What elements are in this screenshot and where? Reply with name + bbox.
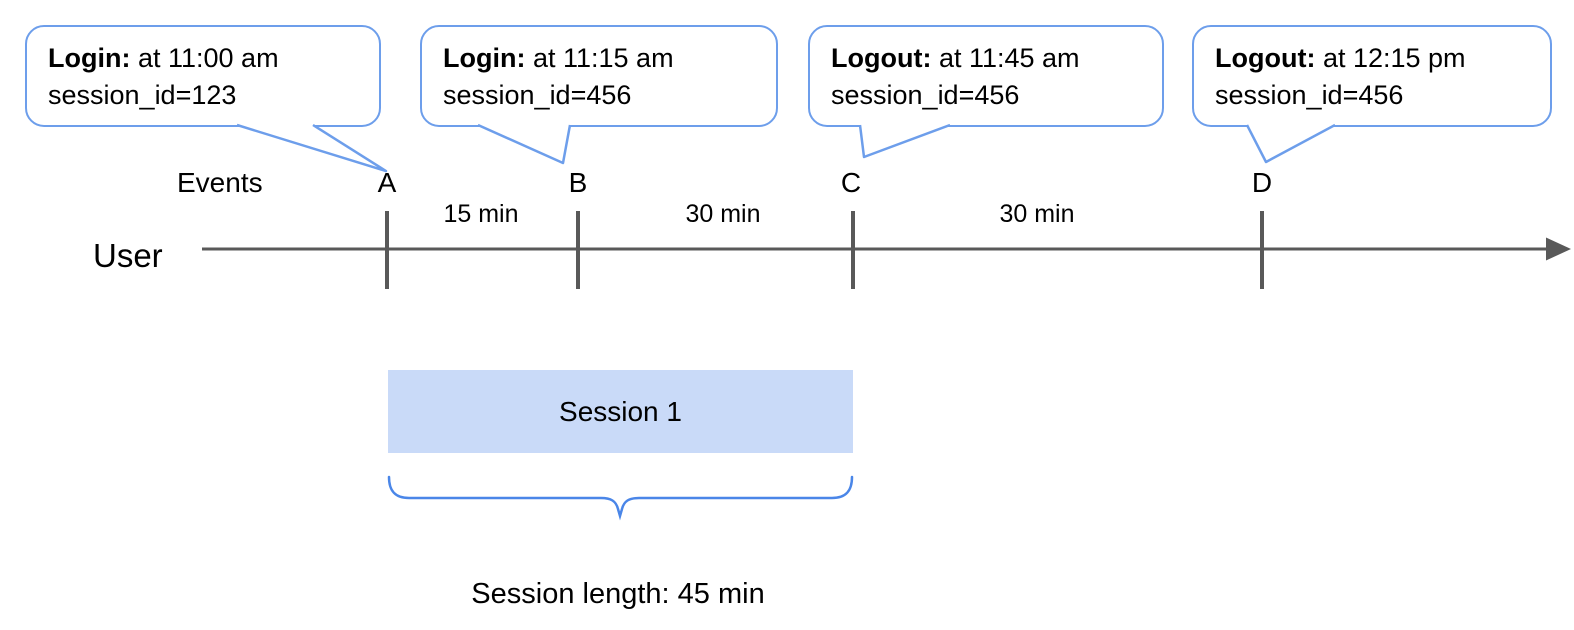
- event-type-label: Logout:: [1215, 43, 1316, 73]
- timeline-arrowhead-icon: [1546, 237, 1571, 261]
- callout-logout-c: Logout: at 11:45 am session_id=456: [808, 25, 1164, 127]
- events-row-label: Events: [177, 167, 263, 198]
- event-marker-b-label: B: [568, 167, 588, 198]
- session-id-label: session_id=456: [443, 80, 632, 110]
- callout-login-a: Login: at 11:00 am session_id=123: [25, 25, 381, 127]
- callout-logout-d-text: Logout: at 12:15 pm session_id=456: [1194, 27, 1550, 114]
- callout-tail-c: [858, 123, 951, 159]
- session-1-box-label: Session 1: [559, 395, 682, 427]
- callout-tail-a: [236, 123, 388, 173]
- callout-logout-c-text: Logout: at 11:45 am session_id=456: [810, 27, 1162, 114]
- event-type-label: Login:: [443, 43, 526, 73]
- event-type-label: Logout:: [831, 43, 932, 73]
- callout-logout-d: Logout: at 12:15 pm session_id=456: [1192, 25, 1552, 127]
- event-time-label: at 11:15 am: [525, 43, 674, 73]
- callout-login-a-text: Login: at 11:00 am session_id=123: [27, 27, 379, 114]
- interval-b-c-label: 30 min: [685, 200, 761, 228]
- callout-tail-b: [477, 123, 572, 165]
- event-type-label: Login:: [48, 43, 131, 73]
- user-axis-label: User: [93, 237, 163, 274]
- session-1-box: Session 1: [388, 370, 853, 453]
- session-length-label: Session length: 45 min: [471, 578, 765, 610]
- session-id-label: session_id=456: [1215, 80, 1404, 110]
- callout-tail-d: [1245, 123, 1336, 164]
- session-id-label: session_id=123: [48, 80, 237, 110]
- event-time-label: at 12:15 pm: [1315, 43, 1466, 73]
- event-time-label: at 11:00 am: [130, 43, 279, 73]
- event-marker-a-label: A: [377, 167, 397, 198]
- session-length-brace: [387, 475, 854, 521]
- callout-login-b: Login: at 11:15 am session_id=456: [420, 25, 778, 127]
- callout-login-b-text: Login: at 11:15 am session_id=456: [422, 27, 776, 114]
- event-marker-d-label: D: [1251, 167, 1273, 198]
- event-time-label: at 11:45 am: [931, 43, 1080, 73]
- interval-a-b-label: 15 min: [443, 200, 519, 228]
- interval-c-d-label: 30 min: [999, 200, 1075, 228]
- session-id-label: session_id=456: [831, 80, 1020, 110]
- event-marker-c-label: C: [840, 167, 862, 198]
